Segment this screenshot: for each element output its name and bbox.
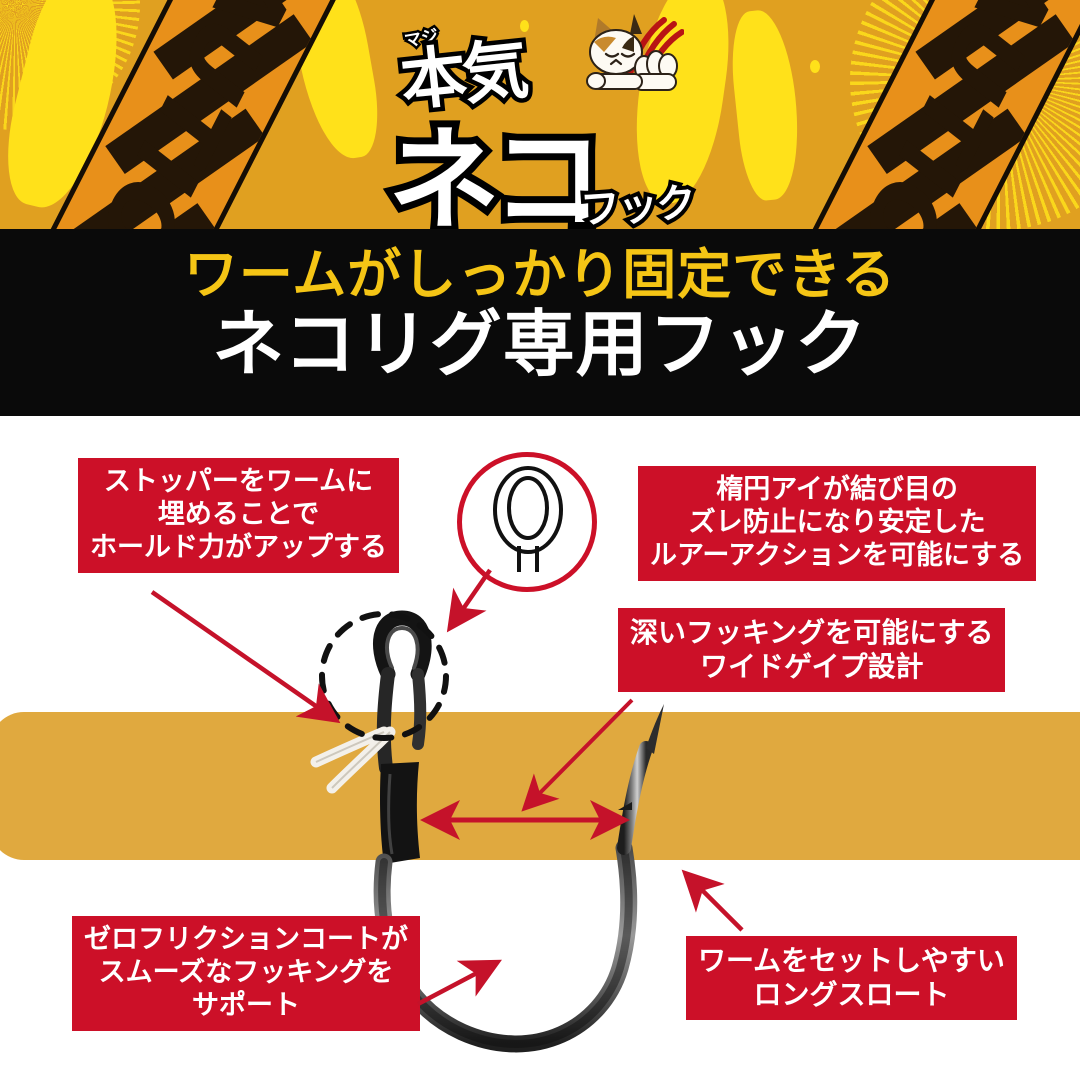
title-heading: ネコリグ専用フック — [212, 302, 868, 387]
callout-long-throat-line2: ロングスロート — [753, 978, 950, 1012]
callout-wide-gape-line1: 深いフッキングを可能にする — [630, 616, 994, 649]
logo-hook-text: フック — [575, 176, 700, 229]
callout-stopper-line2: 埋めることで — [157, 498, 320, 530]
callout-stopper-line3: ホールド力がアップする — [90, 531, 387, 563]
callout-stopper-line1: ストッパーをワームに — [103, 466, 374, 497]
callout-oval-eye-line2: ズレ防止になり安定した — [688, 506, 986, 538]
stopper-zone-highlight — [319, 611, 449, 741]
cat-illustration-icon — [586, 14, 684, 91]
callout-long-throat[interactable]: ワームをセットしやすい ロングスロート — [686, 936, 1017, 1021]
hero-banner: CAUTION CAUTION — [0, 0, 1080, 229]
callout-stopper[interactable]: ストッパーをワームに 埋めることで ホールド力がアップする — [78, 458, 399, 573]
callout-coat-line2: スムーズなフッキングを — [98, 956, 394, 988]
callout-coat-line3: サポート — [192, 989, 300, 1021]
callout-wide-gape-line2: ワイドゲイプ設計 — [700, 650, 924, 684]
title-banner: ワームがしっかり固定できる ネコリグ専用フック — [0, 229, 1080, 416]
logo-neko-text: ネコ — [381, 109, 611, 229]
worm-band-graphic — [620, 712, 1080, 860]
callout-long-throat-line1: ワームをセットしやすい — [698, 944, 1005, 977]
brand-logo: マジ 本気 ネコ フック — [381, 8, 700, 229]
callout-wide-gape[interactable]: 深いフッキングを可能にする ワイドゲイプ設計 — [618, 608, 1006, 693]
callout-oval-eye[interactable]: 楕円アイが結び目の ズレ防止になり安定した ルアーアクションを可能にする — [638, 466, 1037, 581]
callout-zero-friction-coat[interactable]: ゼロフリクションコートが スムーズなフッキングを サポート — [72, 916, 420, 1031]
callout-oval-eye-line3: ルアーアクションを可能にする — [650, 539, 1025, 571]
splash-shape — [726, 7, 806, 203]
callout-coat-line1: ゼロフリクションコートが — [84, 924, 408, 955]
hook-illustration — [310, 610, 664, 1053]
title-subheading: ワームがしっかり固定できる — [183, 243, 897, 306]
callout-oval-eye-line1: 楕円アイが結び目の — [716, 474, 958, 505]
oval-eye-detail-icon — [493, 466, 563, 572]
splash-dot — [810, 60, 820, 73]
splash-dot — [90, 110, 98, 120]
splash-dot — [520, 20, 529, 32]
